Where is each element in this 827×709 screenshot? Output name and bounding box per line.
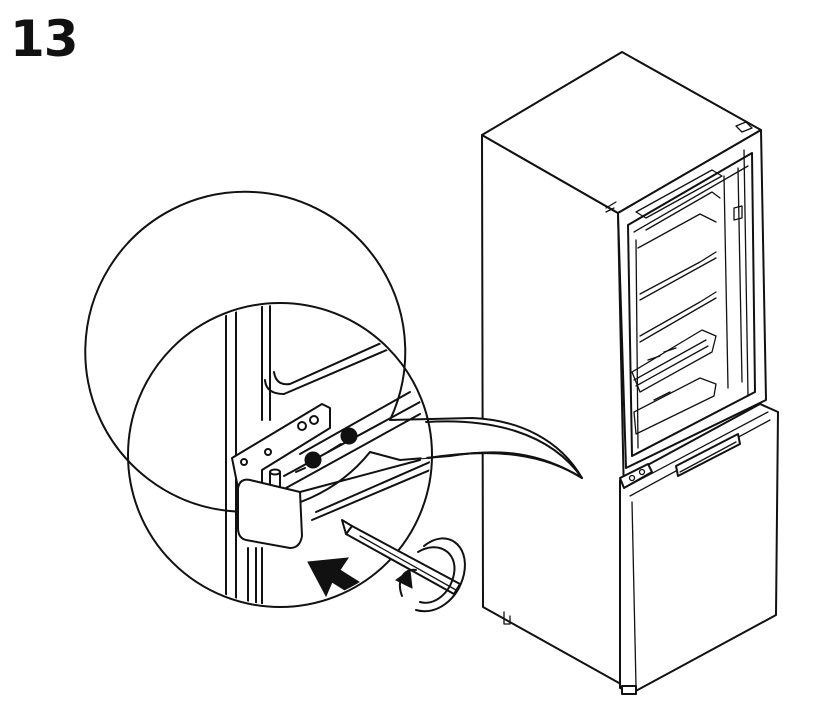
cabinet-side-panel [481, 134, 629, 689]
step-number: 13 [10, 10, 79, 68]
screw-icon [295, 427, 358, 473]
fridge-shelves [631, 169, 723, 435]
door-corner [237, 478, 303, 549]
fridge-interior [627, 152, 756, 457]
push-arrow-icon [307, 557, 379, 605]
callout-bubble [84, 190, 583, 513]
rotate-arrow-icon [395, 537, 466, 613]
front-foot [621, 685, 637, 695]
freezer-door [619, 403, 779, 694]
top-hinge [735, 121, 753, 133]
fridge-freezer [481, 51, 779, 695]
